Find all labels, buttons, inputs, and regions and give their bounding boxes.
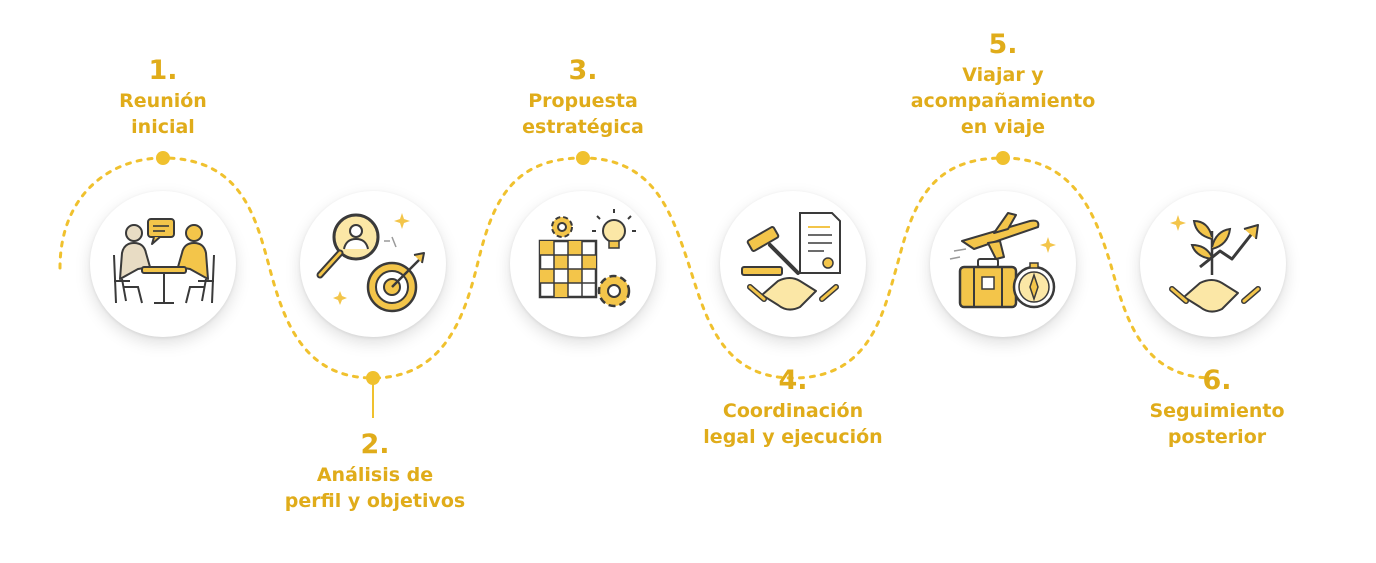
- step-2-title: Análisis de perfil y objetivos: [284, 464, 466, 512]
- step-1-title: Reunión inicial: [119, 90, 207, 138]
- step-4-circle: [720, 191, 866, 337]
- step-1-number: 1.: [148, 55, 178, 86]
- profile-analysis-target-icon: [316, 213, 425, 313]
- path-marker-1: [156, 151, 170, 165]
- step-4-title: Coordinación legal y ejecución: [703, 400, 883, 448]
- path-marker-2: [366, 371, 380, 385]
- step-2-circle: [300, 191, 446, 337]
- step-6-circle: [1140, 191, 1286, 337]
- strategy-board-icon: [538, 209, 636, 308]
- legal-handshake-icon: [741, 212, 841, 311]
- path-marker-3: [576, 151, 590, 165]
- meeting-icon: [113, 218, 215, 304]
- step-2-number: 2.: [360, 429, 390, 460]
- step-6-label: 6. Seguimiento posterior: [1097, 364, 1337, 450]
- step-5-circle: [930, 191, 1076, 337]
- step-5-number: 5.: [988, 29, 1018, 60]
- growth-handshake-icon: [1169, 215, 1261, 313]
- travel-icon: [949, 212, 1056, 309]
- step-6-number: 6.: [1202, 365, 1232, 396]
- step-5-label: 5. Viajar y acompañamiento en viaje: [883, 28, 1123, 140]
- step-3-circle: [510, 191, 656, 337]
- step-1-label: 1. Reunión inicial: [43, 54, 283, 140]
- step-2-label: 2. Análisis de perfil y objetivos: [255, 428, 495, 514]
- step-1-circle: [90, 191, 236, 337]
- step-4-label: 4. Coordinación legal y ejecución: [673, 364, 913, 450]
- step-3-title: Propuesta estratégica: [522, 90, 644, 138]
- step-5-title: Viajar y acompañamiento en viaje: [910, 64, 1096, 138]
- path-marker-5: [996, 151, 1010, 165]
- step-6-title: Seguimiento posterior: [1149, 400, 1285, 448]
- step-3-label: 3. Propuesta estratégica: [463, 54, 703, 140]
- step-4-number: 4.: [778, 365, 808, 396]
- step-3-number: 3.: [568, 55, 598, 86]
